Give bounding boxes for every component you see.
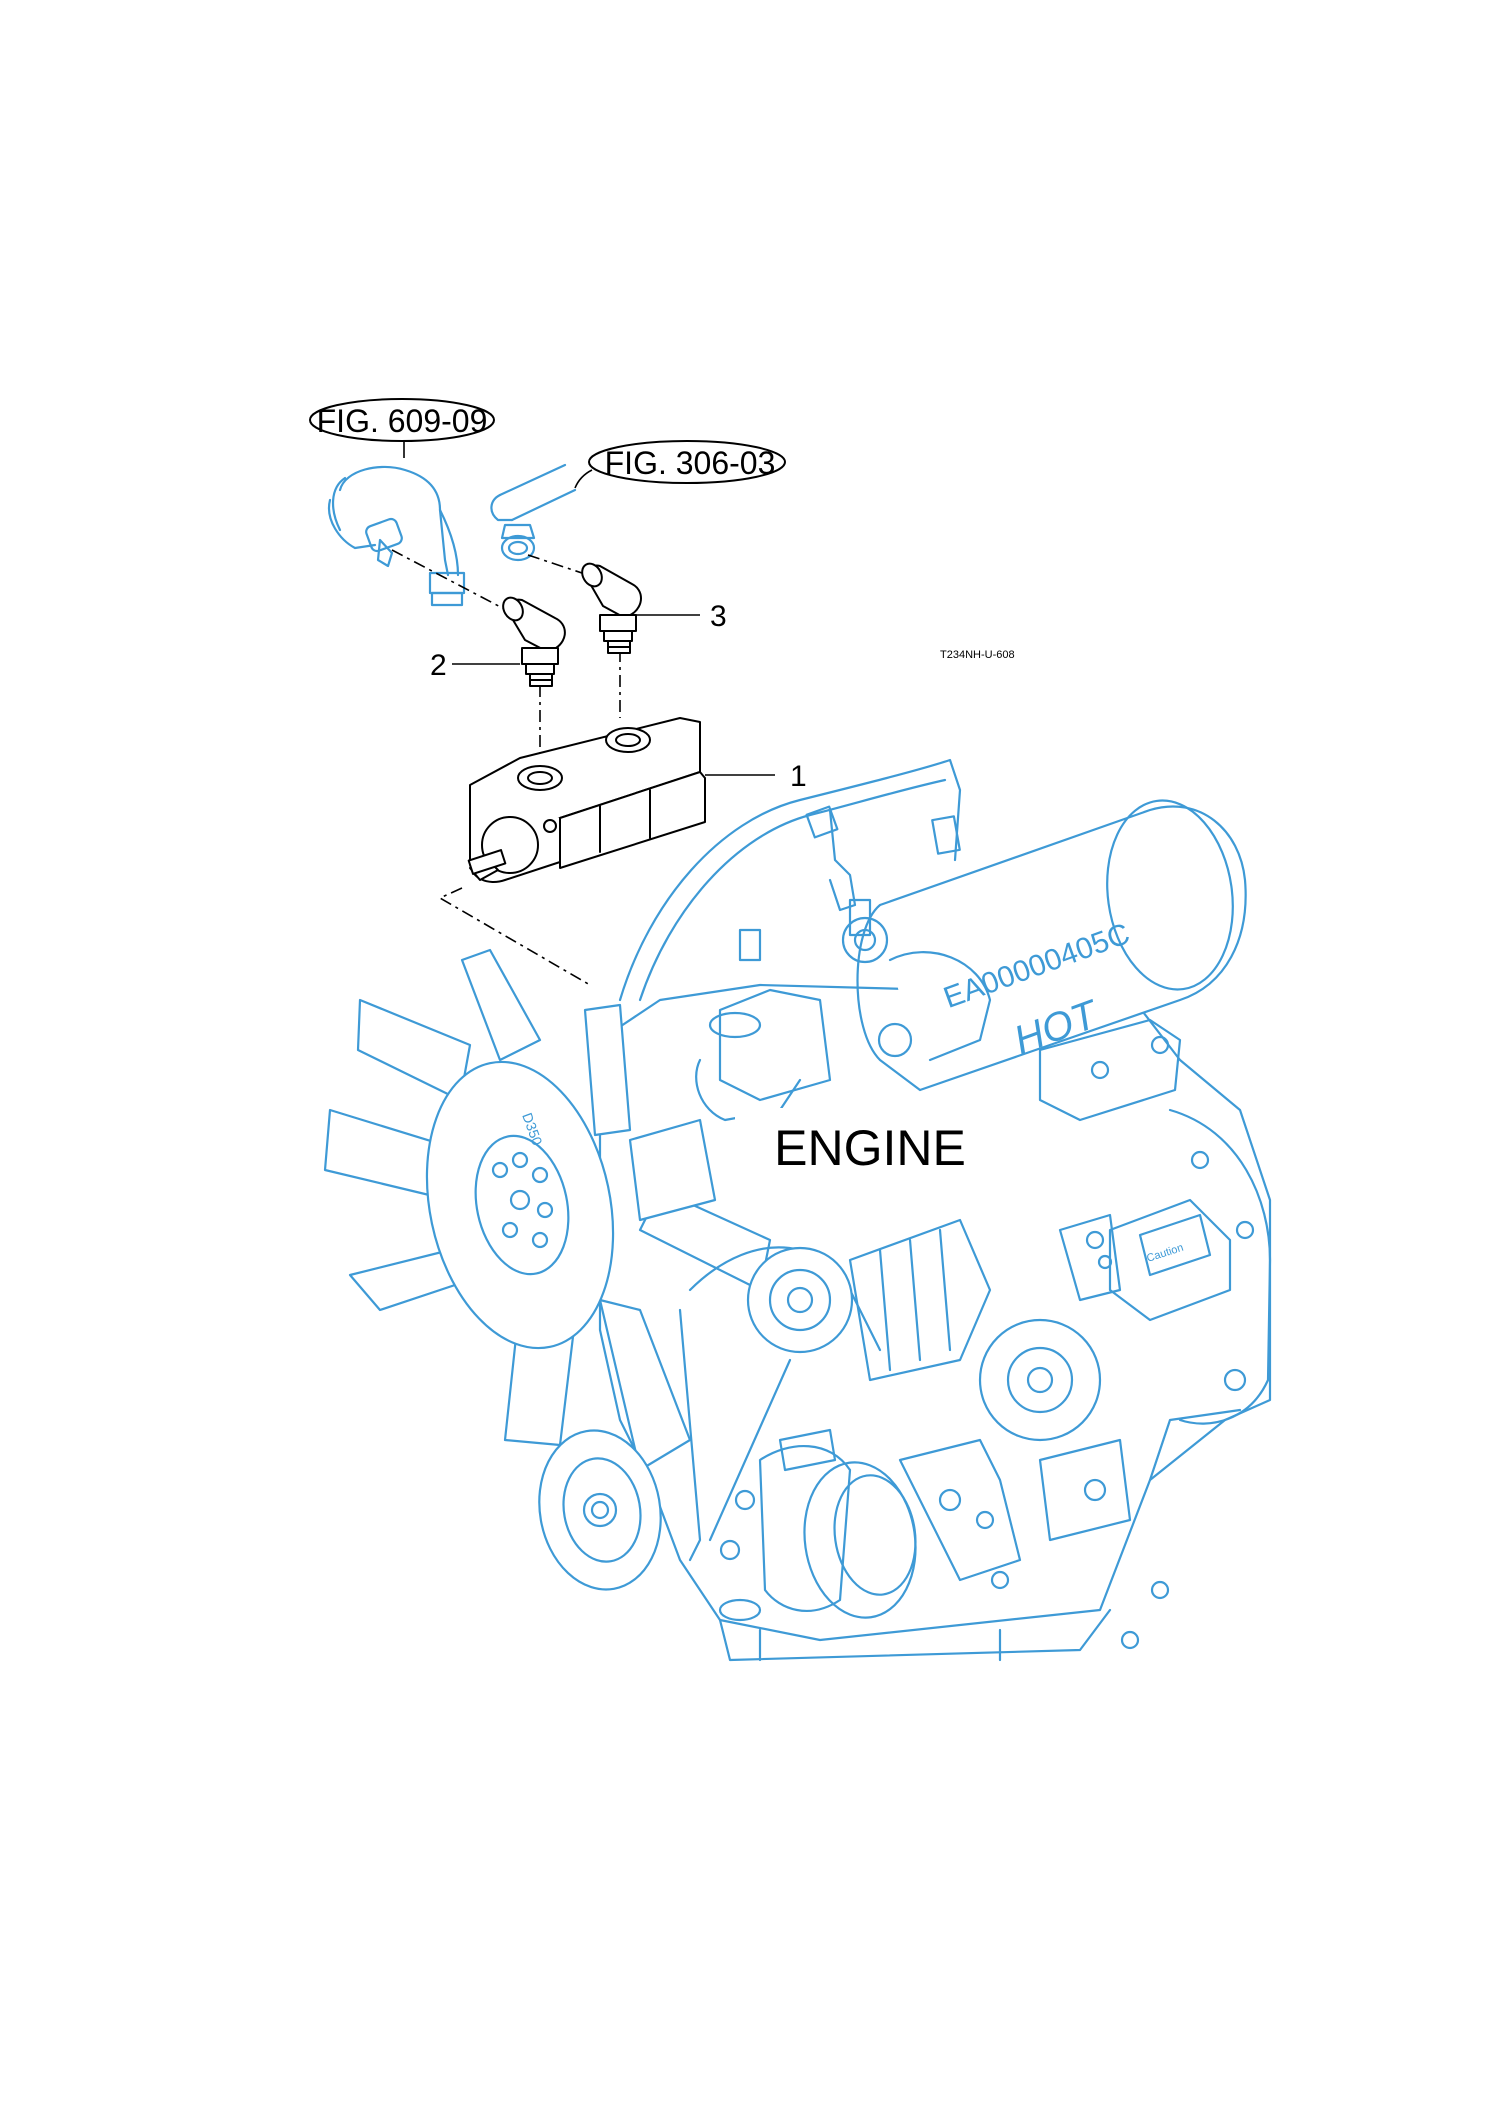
drawing-code: T234NH-U-608 <box>940 649 1015 661</box>
callout-2: 2 <box>430 649 520 682</box>
engine-label-text: ENGINE <box>774 1120 966 1176</box>
callout-3: 3 <box>632 600 727 633</box>
gear-pump-1[interactable] <box>467 717 706 883</box>
engine-assembly-label[interactable]: ENGINE <box>735 1108 1005 1188</box>
svg-text:2: 2 <box>430 649 447 682</box>
fig-306-03-label: FIG. 306-03 <box>605 445 776 481</box>
callout-1: 1 <box>705 760 807 793</box>
fig-609-09-reference[interactable]: FIG. 609-09 <box>309 398 495 458</box>
fig-609-09-label: FIG. 609-09 <box>317 403 488 439</box>
return-hose-fig-609 <box>327 465 466 607</box>
elbow-fitting-3[interactable] <box>578 560 642 654</box>
svg-text:1: 1 <box>790 760 807 793</box>
svg-text:3: 3 <box>710 600 727 633</box>
suction-hose-fig-306 <box>490 463 577 562</box>
cooling-fan: D350 <box>323 948 772 1472</box>
fig-306-03-reference[interactable]: FIG. 306-03 <box>574 440 786 489</box>
elbow-fitting-2[interactable] <box>499 594 566 687</box>
engine-illustration: EA00000405C HOT <box>323 758 1272 1662</box>
